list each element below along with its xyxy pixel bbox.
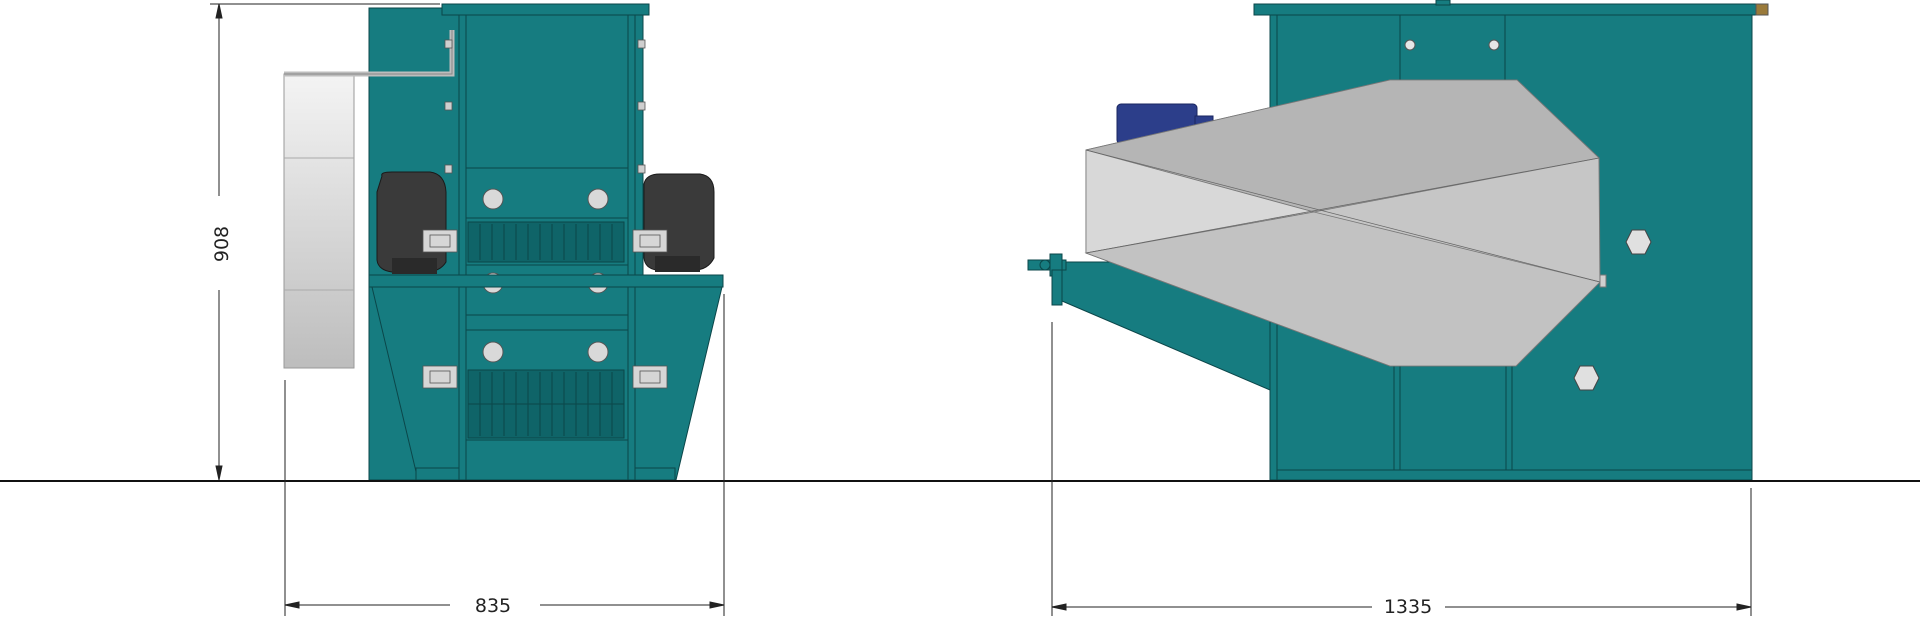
- clamp-bolts: [422, 229, 668, 389]
- right-width-dimension: [1051, 322, 1752, 616]
- lower-grille: [467, 369, 625, 439]
- side-guard-plate: [283, 73, 355, 369]
- height-dimension-label: 908: [211, 226, 233, 262]
- height-dimension: [210, 3, 440, 481]
- front-top-lid: [441, 3, 650, 16]
- right-motor: [643, 173, 715, 272]
- side-view-machine: [1027, 0, 1769, 481]
- grey-hood: [1084, 79, 1607, 367]
- right-width-label: 1335: [1384, 596, 1432, 618]
- left-width-label: 835: [475, 595, 511, 617]
- side-top-lid: [1253, 3, 1768, 16]
- front-shelf: [368, 274, 724, 288]
- side-hex-bolts: [1573, 229, 1652, 391]
- front-view-machine: [283, 3, 724, 481]
- left-width-dimension: [284, 294, 725, 616]
- upper-grille: [467, 221, 625, 263]
- left-motor: [376, 171, 447, 274]
